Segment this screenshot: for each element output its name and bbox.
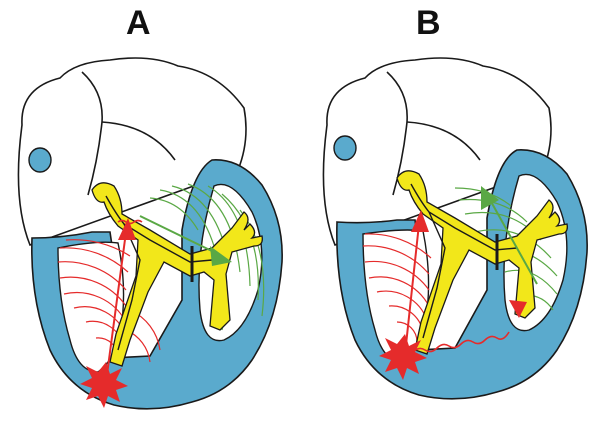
coronary-sinus-ostium bbox=[29, 148, 51, 172]
panel-b-heart-diagram bbox=[305, 0, 616, 432]
coronary-sinus-ostium bbox=[334, 136, 356, 160]
panel-a-heart-diagram bbox=[0, 0, 310, 432]
